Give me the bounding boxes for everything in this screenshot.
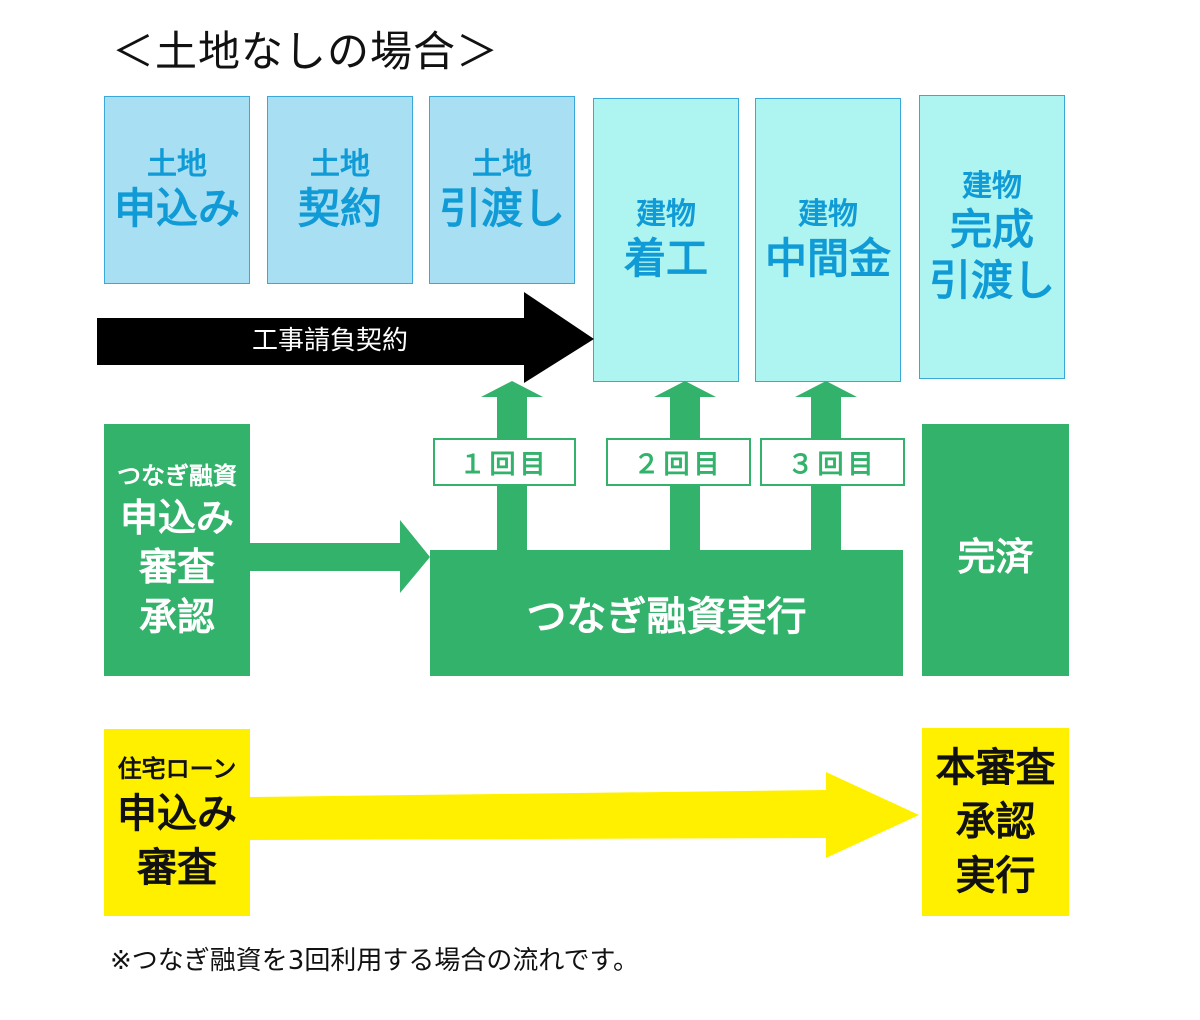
final-review-box: 本審査 承認 実行 [922, 728, 1069, 916]
land-application-line1: 土地 [147, 147, 207, 183]
repaid-box: 完済 [922, 424, 1069, 676]
page-title: ＜土地なしの場合＞ [112, 27, 500, 76]
land-contract-box: 土地 契約 [267, 96, 413, 284]
payment-tag-1: １回目 [433, 438, 576, 486]
land-handover-line2: 引渡し [438, 183, 565, 233]
bridge-loan-line2: 申込み [119, 495, 234, 540]
completion-handover-box: 建物 完成 引渡し [919, 95, 1065, 379]
land-application-box: 土地 申込み [104, 96, 250, 284]
payment-tag-2: ２回目 [606, 438, 751, 486]
repaid-label: 完済 [957, 535, 1034, 579]
completion-handover-line2: 完成 [949, 205, 1034, 255]
completion-handover-line1: 建物 [962, 168, 1022, 204]
contract-arrow [97, 292, 594, 383]
land-contract-line1: 土地 [310, 147, 370, 183]
bridge-loan-application-box: つなぎ融資 申込み 審査 承認 [104, 424, 250, 676]
mortgage-arrow [250, 772, 919, 858]
completion-handover-line3: 引渡し [928, 255, 1055, 305]
interim-payment-box: 建物 中間金 [755, 98, 901, 382]
land-handover-box: 土地 引渡し [429, 96, 575, 284]
land-handover-line1: 土地 [472, 147, 532, 183]
mortgage-line1: 住宅ローン [117, 754, 237, 783]
final-review-line1: 本審査 [935, 745, 1056, 791]
mortgage-application-box: 住宅ローン 申込み 審査 [104, 729, 250, 916]
mortgage-line2: 申込み [117, 790, 237, 837]
final-review-line2: 承認 [955, 799, 1036, 845]
mortgage-line3: 審査 [137, 844, 217, 891]
final-review-line3: 実行 [955, 853, 1036, 899]
construction-start-line1: 建物 [636, 197, 696, 233]
interim-payment-line1: 建物 [798, 197, 858, 233]
contract-arrow-label: 工事請負契約 [251, 326, 408, 356]
bridge-loan-execution-label: つなぎ融資実行 [526, 594, 807, 640]
bridge-loan-line1: つなぎ融資 [117, 461, 237, 490]
bridge-loan-execution-box: つなぎ融資実行 [430, 550, 903, 676]
land-contract-line2: 契約 [297, 183, 382, 233]
bridge-loan-line4: 承認 [138, 594, 215, 639]
interim-payment-line2: 中間金 [764, 233, 891, 283]
payment-tag-3: ３回目 [760, 438, 905, 486]
footnote: ※つなぎ融資を3回利用する場合の流れです。 [110, 946, 639, 976]
bridge-approval-arrow [250, 520, 430, 593]
construction-start-box: 建物 着工 [593, 98, 739, 382]
construction-start-line2: 着工 [623, 233, 708, 283]
bridge-loan-line3: 審査 [138, 545, 215, 590]
land-application-line2: 申込み [113, 183, 240, 233]
